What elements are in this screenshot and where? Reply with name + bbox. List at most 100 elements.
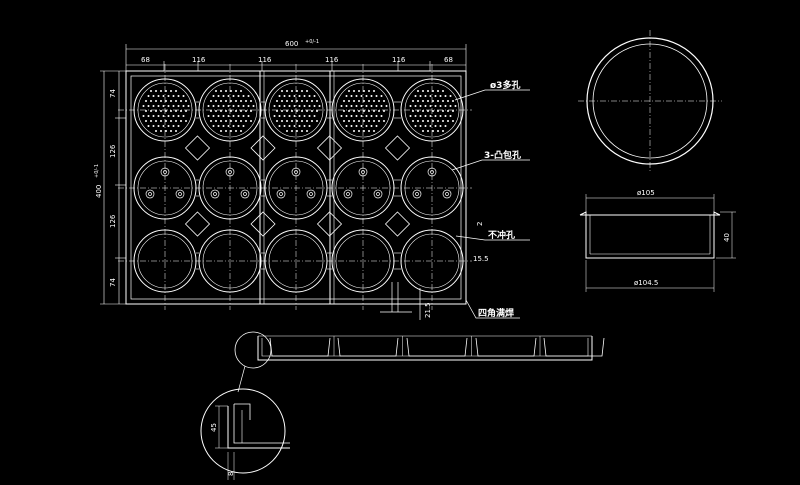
perforation-hole: [245, 100, 247, 102]
perforation-hole: [375, 105, 378, 107]
boss-hole: [373, 189, 383, 199]
section-cup-profile: [406, 337, 468, 357]
section-outer-outline: [257, 336, 593, 361]
diamond-gap: [184, 211, 211, 237]
diamond-gap: [384, 211, 411, 237]
perforation-hole: [291, 130, 293, 132]
dim-col-116-c: 116: [325, 56, 339, 64]
perforation-hole: [162, 105, 165, 107]
perforation-hole: [225, 100, 227, 102]
perforation-hole: [235, 130, 237, 132]
perforation-hole: [348, 90, 350, 92]
perforation-hole: [368, 90, 370, 92]
perforation-hole: [422, 100, 424, 102]
perforation-hole: [442, 100, 444, 102]
perforation-hole: [363, 90, 365, 92]
perforation-hole: [429, 105, 432, 107]
perforation-hole: [288, 95, 291, 97]
perforation-hole: [378, 100, 380, 102]
perforation-hole: [422, 110, 424, 112]
dim-col-116-b: 116: [258, 56, 272, 64]
tray-plan-view: [118, 64, 472, 320]
perforation-hole: [240, 110, 242, 112]
perforation-hole: [160, 130, 162, 132]
perforation-hole: [232, 125, 235, 127]
perforation-hole: [185, 110, 187, 112]
dim-overall-height: 400: [95, 185, 103, 198]
boss-hole-center: [163, 170, 167, 174]
perforation-hole: [434, 105, 437, 107]
perforation-hole: [235, 110, 237, 112]
perforation-hole: [417, 120, 419, 122]
perforation-hole: [424, 105, 427, 107]
perforation-hole: [313, 105, 316, 107]
perforation-hole: [150, 90, 152, 92]
dim-detail-gap: 8: [227, 472, 235, 476]
perforation-hole: [414, 95, 417, 97]
boss-hole-center: [294, 170, 298, 174]
boss-hole-center: [148, 192, 152, 196]
perforation-hole: [293, 115, 296, 117]
perforation-hole: [170, 120, 172, 122]
perforation-hole: [417, 110, 419, 112]
perforation-hole: [345, 115, 348, 117]
perforation-hole: [250, 100, 252, 102]
perforation-hole: [348, 110, 350, 112]
perforation-hole: [306, 120, 308, 122]
perforation-hole: [308, 95, 311, 97]
perforation-hole: [145, 100, 147, 102]
perforation-hole: [230, 110, 232, 112]
perforation-hole: [353, 130, 355, 132]
perforation-hole: [427, 110, 429, 112]
perforation-hole: [215, 100, 217, 102]
perforation-hole: [286, 110, 288, 112]
dim-row-126-b: 126: [109, 214, 117, 228]
perforation-hole: [165, 130, 167, 132]
perforation-hole: [442, 90, 444, 92]
boss-hole: [276, 189, 286, 199]
perforation-hole: [306, 110, 308, 112]
perforation-hole: [293, 105, 296, 107]
perforation-hole: [286, 90, 288, 92]
perforation-hole: [242, 105, 245, 107]
perforation-hole: [172, 115, 175, 117]
perforation-hole: [452, 120, 454, 122]
perforation-hole: [157, 95, 160, 97]
perforation-hole: [437, 90, 439, 92]
perforation-hole: [227, 125, 230, 127]
perforation-hole: [175, 100, 177, 102]
perforation-hole: [429, 125, 432, 127]
perforation-hole: [427, 100, 429, 102]
perforation-hole: [298, 105, 301, 107]
perforation-hole: [432, 130, 434, 132]
perforation-hole: [250, 110, 252, 112]
perforation-hole: [373, 100, 375, 102]
perforation-hole: [419, 125, 422, 127]
perforation-hole: [212, 125, 215, 127]
perforation-hole: [232, 95, 235, 97]
section-cup-profile: [475, 337, 537, 357]
perforation-hole: [172, 95, 175, 97]
perforation-hole: [358, 90, 360, 92]
perforation-hole: [240, 120, 242, 122]
perforation-hole: [412, 110, 414, 112]
perforation-hole: [378, 110, 380, 112]
tray-dimensions: [100, 44, 467, 305]
perforation-hole: [343, 110, 345, 112]
perforation-hole: [230, 130, 232, 132]
perforation-hole: [185, 100, 187, 102]
perforation-hole: [298, 115, 301, 117]
perforation-hole: [350, 105, 353, 107]
perforation-hole: [353, 90, 355, 92]
perforation-hole: [422, 120, 424, 122]
perforation-hole: [360, 115, 363, 117]
dim-cup-top-dia: ø105: [637, 189, 655, 197]
perforation-hole: [165, 110, 167, 112]
boss-hole: [343, 189, 353, 199]
perforation-hole: [380, 115, 383, 117]
perforation-hole: [370, 115, 373, 117]
perforation-hole: [155, 100, 157, 102]
perforation-hole: [427, 130, 429, 132]
perforation-hole: [318, 105, 321, 107]
perforation-hole: [145, 120, 147, 122]
